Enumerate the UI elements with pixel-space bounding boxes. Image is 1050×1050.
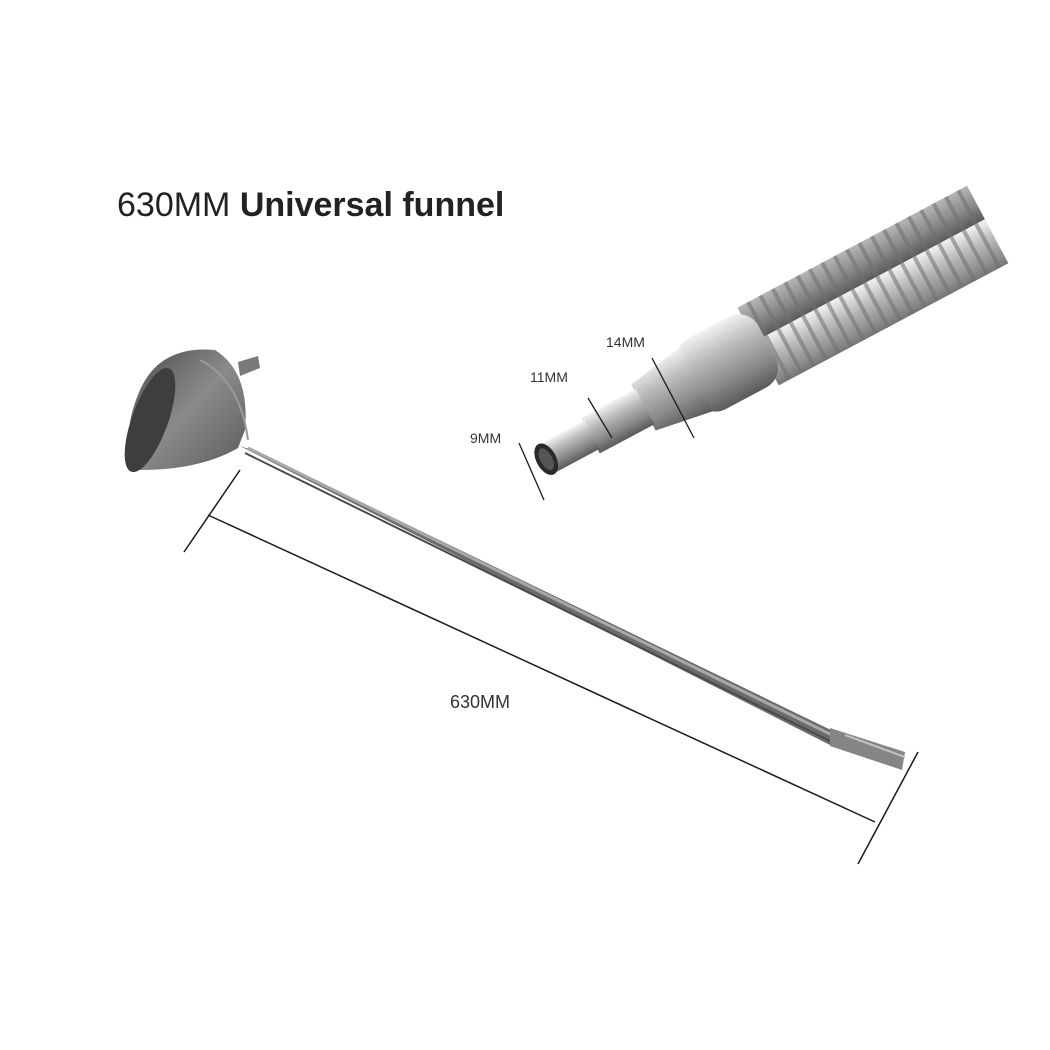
funnel-body [124, 349, 260, 473]
length-dimension-line [183, 469, 919, 865]
length-label: 630MM [450, 692, 511, 712]
outlet-11-label: 11MM [530, 369, 568, 385]
title-name: Universal funnel [239, 186, 505, 224]
title-size: 630MM [117, 186, 231, 224]
outlet-9-label: 9MM [470, 430, 502, 446]
outlet-dimension-markers [518, 357, 695, 501]
product-title: 630MM Universal funnel [117, 186, 504, 225]
outlet-detail [534, 185, 1009, 475]
outlet-14-label: 14MM [606, 334, 645, 350]
flexible-hose [240, 446, 906, 770]
